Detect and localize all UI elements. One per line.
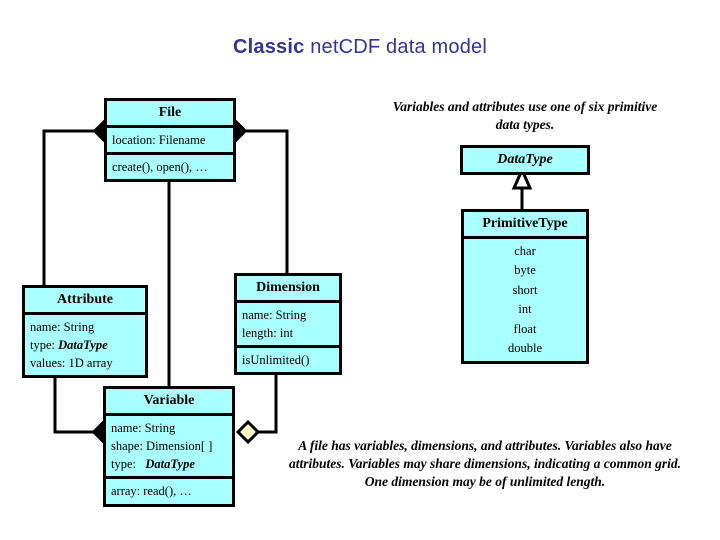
class-operation-row: create(), open(), … <box>112 160 208 175</box>
row-label: values: 1D array <box>30 356 113 371</box>
row-type: DataType <box>58 338 108 353</box>
class-attribute-row: type: DataType <box>30 336 140 354</box>
enum-value: double <box>507 340 543 355</box>
connector-file-dimension <box>236 129 289 273</box>
class-attribute-row: values: 1D array <box>30 354 140 372</box>
row-label: name: String <box>30 320 95 334</box>
class-title-primitivetype: PrimitiveType <box>464 212 586 239</box>
class-box-dimension[interactable]: Dimension name: String length: int isUnl… <box>234 273 342 376</box>
class-attribute-row: location: Filename <box>112 133 206 147</box>
class-title-datatype: DataType <box>497 152 553 167</box>
class-attribute-row: name: String <box>111 419 227 437</box>
class-attributes-attribute: name: String type: DataType values: 1D a… <box>25 315 145 375</box>
class-box-file[interactable]: File location: Filename create(), open()… <box>104 98 236 183</box>
class-attributes-dimension: name: String length: int <box>237 303 339 345</box>
row-label: type: <box>111 457 146 472</box>
class-title-variable: Variable <box>106 389 232 416</box>
class-attribute-row: length: int <box>242 326 294 341</box>
class-title-dimension: Dimension <box>237 276 339 303</box>
annotation-datatype-note: Variables and attributes use one of six … <box>392 99 658 133</box>
page-title-emphasis: Classic <box>232 36 305 58</box>
class-attribute-row: type: DataType <box>111 455 227 473</box>
class-box-primitivetype[interactable]: PrimitiveType char byte short int float … <box>461 209 589 365</box>
aggregation-diamond-variable-dimension <box>235 419 261 445</box>
page-title-rest: netCDF data model <box>304 36 488 58</box>
class-operations-variable: array: read(), … <box>106 476 232 503</box>
class-attributes-variable: name: String shape: Dimension[ ] type: D… <box>106 416 232 476</box>
class-attributes-file: location: Filename <box>107 128 233 152</box>
connector-primitivetype-datatype <box>511 166 533 212</box>
class-operations-file: create(), open(), … <box>107 152 233 179</box>
class-title-attribute: Attribute <box>25 288 145 315</box>
row-label: type: <box>30 338 59 353</box>
annotation-file-note: A file has variables, dimensions, and at… <box>289 438 681 490</box>
class-box-variable[interactable]: Variable name: String shape: Dimension[ … <box>103 386 235 507</box>
row-label: name: String <box>111 421 176 435</box>
enum-value: int <box>518 302 532 317</box>
class-attribute-row: shape: Dimension[ ] <box>111 437 227 455</box>
class-title-file: File <box>107 101 233 128</box>
class-values-primitivetype: char byte short int float double <box>464 239 586 361</box>
enum-value: float <box>513 321 537 336</box>
class-box-datatype[interactable]: DataType <box>460 145 590 175</box>
class-operation-row: array: read(), … <box>111 484 192 499</box>
class-operations-dimension: isUnlimited() <box>237 345 339 372</box>
enum-value: char <box>514 244 536 258</box>
page-title: Classic netCDF data model <box>0 36 720 59</box>
class-box-attribute[interactable]: Attribute name: String type: DataType va… <box>22 285 148 379</box>
class-attribute-row: name: String <box>242 308 307 322</box>
class-attribute-row: name: String <box>30 318 140 336</box>
row-label: shape: Dimension[ ] <box>111 439 213 454</box>
class-operation-row: isUnlimited() <box>242 353 310 368</box>
connector-file-attribute <box>42 129 104 285</box>
row-type: DataType <box>145 457 195 472</box>
enum-value: short <box>512 282 538 297</box>
enum-value: byte <box>514 263 536 278</box>
